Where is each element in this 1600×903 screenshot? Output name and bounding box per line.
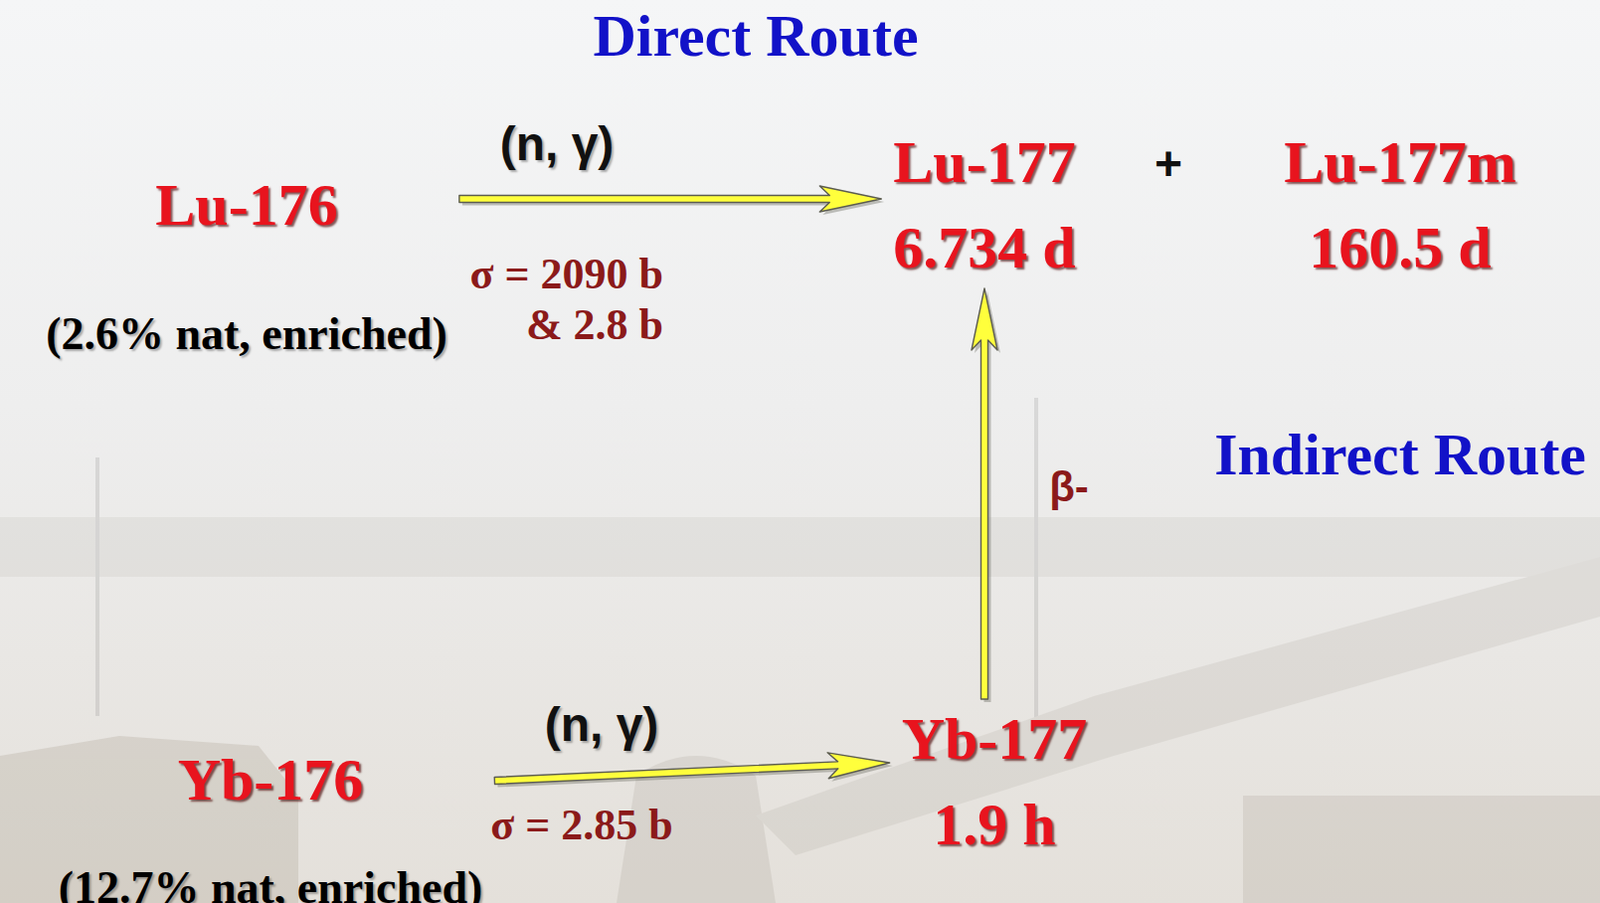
reaction-arrow (971, 288, 998, 700)
isotope-detail: 6.734 d (892, 213, 1075, 283)
cross-section-note: σ = 2090 b & 2.8 b (449, 248, 664, 351)
plus-sign: + (1154, 136, 1183, 191)
reaction-label: (n, γ) (500, 116, 615, 172)
isotope-node: Lu-177 6.734 d (887, 128, 1081, 283)
arrow-group (971, 288, 1001, 703)
route-heading: Indirect Route (1214, 420, 1587, 490)
isotope-name: Lu-177m (1283, 128, 1516, 197)
reaction-arrow (494, 752, 889, 785)
cross-section-note: σ = 2.85 b (490, 799, 673, 851)
arrow-group (494, 752, 892, 788)
isotope-detail: (2.6% nat, enriched) (45, 307, 448, 360)
isotope-name: Yb-176 (177, 745, 364, 815)
isotope-name: Lu-177 (892, 128, 1075, 197)
reaction-label: (n, γ) (544, 697, 660, 752)
isotope-node: Yb-176 (12.7% nat, enriched) (52, 745, 490, 903)
isotope-node: Yb-177 1.9 h (895, 705, 1094, 860)
isotope-detail: 160.5 d (1308, 213, 1491, 283)
reaction-arrow (459, 185, 882, 212)
arrow-group (459, 185, 885, 215)
isotope-detail: (12.7% nat, enriched) (58, 861, 484, 903)
isotope-name: Yb-177 (901, 705, 1088, 774)
diagram-title: Direct Route (592, 1, 918, 71)
faded-reactor-site (0, 397, 1600, 903)
isotope-name: Lu-176 (155, 171, 338, 240)
decay-label: β- (1049, 463, 1089, 512)
isotope-detail: 1.9 h (932, 790, 1056, 860)
isotope-node: Lu-176 (2.6% nat, enriched) (39, 171, 454, 360)
isotope-node: Lu-177m 160.5 d (1277, 128, 1522, 283)
